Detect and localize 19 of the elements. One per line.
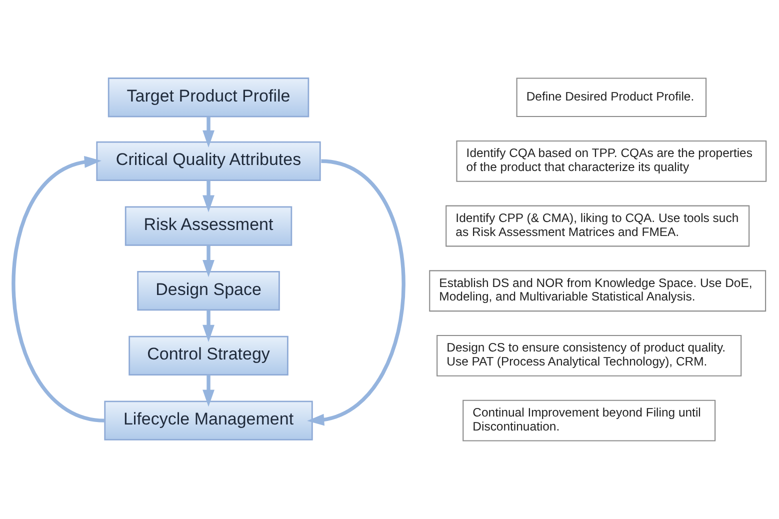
- arrow: [12, 156, 105, 422]
- node-box: Continual Improvement beyond Filing until Discontinuation.: [462, 400, 716, 442]
- node-box: Control Strategy: [128, 336, 288, 376]
- node-box: Critical Quality Attributes: [96, 141, 321, 181]
- node-box: Identify CQA based on TPP. CQAs are the properties of the product that characterize its quality: [456, 140, 767, 182]
- node-box: Define Desired Product Profile.: [516, 78, 707, 118]
- arrow: [202, 116, 214, 148]
- arrow: [202, 310, 214, 342]
- node-box: Risk Assessment: [124, 206, 292, 246]
- node-box: Design Space: [137, 271, 280, 311]
- node-box: Establish DS and NOR from Knowledge Space. Use DoE, Modeling, and Multivariable Statistical Analysis.: [429, 270, 766, 312]
- node-box: Identify CPP (& CMA), liking to CQA. Use tools such as Risk Assessment Matrices and FMEA.: [446, 205, 750, 247]
- arrow: [202, 245, 214, 278]
- arrow: [307, 159, 406, 426]
- arrow: [202, 180, 214, 212]
- arrow: [202, 374, 214, 407]
- node-box: Target Product Profile: [108, 78, 310, 118]
- node-box: Lifecycle Management: [104, 400, 313, 440]
- node-box: Design CS to ensure consistency of product quality. Use PAT (Process Analytical Technology), CRM.: [436, 334, 742, 376]
